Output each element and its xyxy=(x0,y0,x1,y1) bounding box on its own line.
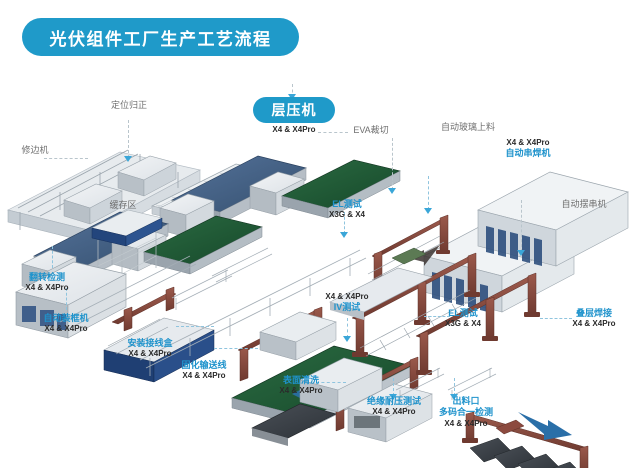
leader-eva-cutting xyxy=(318,132,348,133)
label-auto-stringer-en: X4 & X4Pro xyxy=(506,138,550,147)
pointer-layup xyxy=(517,250,525,256)
line-support-rails xyxy=(59,249,367,376)
buffer-zone-station xyxy=(91,209,163,282)
leader-laminator xyxy=(292,84,293,98)
label-positioning-cn: 定位归正 xyxy=(110,100,147,110)
label-auto-layup[interactable]: 自动摆串机 xyxy=(549,199,619,210)
label-laminator-badge[interactable]: 层压机 xyxy=(253,97,335,123)
pointer-hipot xyxy=(389,394,397,400)
label-el-test-upper-cn: EL测试 xyxy=(332,199,362,209)
label-laminator-en: X4 & X4Pro xyxy=(272,125,316,134)
label-flip-inspection[interactable]: 翻转检测 X4 & X4Pro xyxy=(12,272,82,293)
leader-el-lower xyxy=(424,316,450,317)
label-el-test-upper[interactable]: EL测试 X3G & X4 xyxy=(318,199,376,220)
label-el-test-lower[interactable]: EL测试 X3G & X4 xyxy=(434,308,492,329)
leader-outlet xyxy=(454,378,455,396)
label-outlet-code-check-cn2: 多码合一检测 xyxy=(438,407,493,418)
leader-layup xyxy=(521,200,522,252)
label-iv-test[interactable]: X4 & X4Pro IV测试 xyxy=(310,292,384,313)
label-junction-box-en: X4 & X4Pro xyxy=(128,349,172,359)
page-title-badge: 光伏组件工厂生产工艺流程 xyxy=(22,18,299,56)
label-junction-box-cn: 安装接线盒 xyxy=(127,338,173,348)
label-curing-conveyor[interactable]: 固化输送线 X4 & X4Pro xyxy=(162,360,246,381)
label-auto-stringer[interactable]: X4 & X4Pro 自动串焊机 xyxy=(483,138,573,159)
trimming-line-module xyxy=(7,149,201,243)
laminator-machine-1 xyxy=(159,155,401,238)
label-outlet-code-check[interactable]: 出料口 多码合一检测 X4 & X4Pro xyxy=(424,396,508,429)
label-curing-conveyor-en: X4 & X4Pro xyxy=(182,371,226,381)
label-el-test-upper-en: X3G & X4 xyxy=(328,210,365,220)
label-auto-framing[interactable]: 自动装框机 X4 & X4Pro xyxy=(24,313,108,334)
label-hipot-test-cn: 绝缘耐压测试 xyxy=(366,396,421,406)
inter-station-conveyor xyxy=(329,267,433,320)
output-stacker xyxy=(462,411,589,468)
label-auto-glass-loading-cn: 自动玻璃上料 xyxy=(440,122,495,132)
label-outlet-code-check-cn: 出料口 xyxy=(452,396,480,406)
leader-el-upper xyxy=(344,212,345,234)
label-hipot-test-en: X4 & X4Pro xyxy=(372,407,416,417)
label-outlet-code-check-en: X4 & X4Pro xyxy=(444,418,488,428)
pointer-stringer xyxy=(424,208,432,214)
leader-auto-framing xyxy=(66,288,67,310)
label-auto-stringer-cn: 自动串焊机 xyxy=(505,148,551,158)
label-auto-framing-en: X4 & X4Pro xyxy=(44,324,88,334)
page-title: 光伏组件工厂生产工艺流程 xyxy=(49,29,272,49)
pointer-el-upper xyxy=(340,232,348,238)
leader-curing xyxy=(214,348,258,349)
framing-station-blue-base xyxy=(103,286,215,383)
leader-stringer xyxy=(428,176,429,210)
leader-positioning xyxy=(128,120,129,158)
auxiliary-frames xyxy=(171,247,497,400)
test-cabinet-cluster xyxy=(259,311,433,443)
label-flip-inspection-en: X4 & X4Pro xyxy=(25,283,69,293)
label-eva-cutting[interactable]: EVA裁切 xyxy=(344,125,398,136)
pointer-positioning xyxy=(124,156,132,162)
auto-glass-loading-gantry xyxy=(367,214,450,290)
label-iv-test-en: X4 & X4Pro xyxy=(325,292,369,301)
leader-surface-clean xyxy=(316,382,346,383)
label-trim-machine-cn: 修边机 xyxy=(21,145,49,155)
label-trim-machine[interactable]: 修边机 xyxy=(4,145,66,156)
label-surface-cleaning[interactable]: 表面清洗 X4 & X4Pro xyxy=(264,375,338,396)
pointer-outlet xyxy=(450,394,458,400)
leader-hipot xyxy=(393,378,394,396)
label-el-test-lower-cn: EL测试 xyxy=(448,308,478,318)
label-stack-welding[interactable]: 叠层焊接 X4 & X4Pro xyxy=(554,308,634,329)
label-hipot-test[interactable]: 绝缘耐压测试 X4 & X4Pro xyxy=(352,396,436,417)
factory-line-illustration xyxy=(7,149,629,468)
label-buffer-zone-cn: 缓存区 xyxy=(109,200,137,210)
label-auto-glass-loading[interactable]: 自动玻璃上料 xyxy=(430,122,506,133)
label-eva-cutting-cn: EVA裁切 xyxy=(353,125,389,135)
label-positioning[interactable]: 定位归正 xyxy=(96,100,162,111)
leader-junction-box xyxy=(176,326,214,327)
label-stack-welding-en: X4 & X4Pro xyxy=(572,319,616,329)
label-auto-framing-cn: 自动装框机 xyxy=(43,313,89,323)
leader-trim-machine xyxy=(44,158,88,159)
label-auto-layup-cn: 自动摆串机 xyxy=(561,199,607,209)
leader-flip-inspection xyxy=(52,246,53,268)
label-laminator-cn: 层压机 xyxy=(271,102,317,118)
label-surface-cleaning-cn: 表面清洗 xyxy=(282,375,319,385)
leader-stack-welding xyxy=(540,318,572,319)
auto-stringer-machine-2 xyxy=(477,171,629,267)
pointer-glass-loading xyxy=(388,188,396,194)
overhead-gantry-right xyxy=(351,245,540,375)
label-el-test-lower-en: X3G & X4 xyxy=(444,319,481,329)
leader-glass-loading xyxy=(392,138,393,190)
label-junction-box[interactable]: 安装接线盒 X4 & X4Pro xyxy=(108,338,192,359)
label-stack-welding-cn: 叠层焊接 xyxy=(575,308,612,318)
el-tester-dark-panel xyxy=(251,403,337,446)
label-iv-test-cn: IV测试 xyxy=(333,302,361,312)
pointer-iv-test xyxy=(343,336,351,342)
label-surface-cleaning-en: X4 & X4Pro xyxy=(279,386,323,396)
label-curing-conveyor-cn: 固化输送线 xyxy=(181,360,227,370)
leader-iv-test xyxy=(347,318,348,338)
label-buffer-zone[interactable]: 缓存区 xyxy=(95,200,151,211)
label-flip-inspection-cn: 翻转检测 xyxy=(28,272,65,282)
